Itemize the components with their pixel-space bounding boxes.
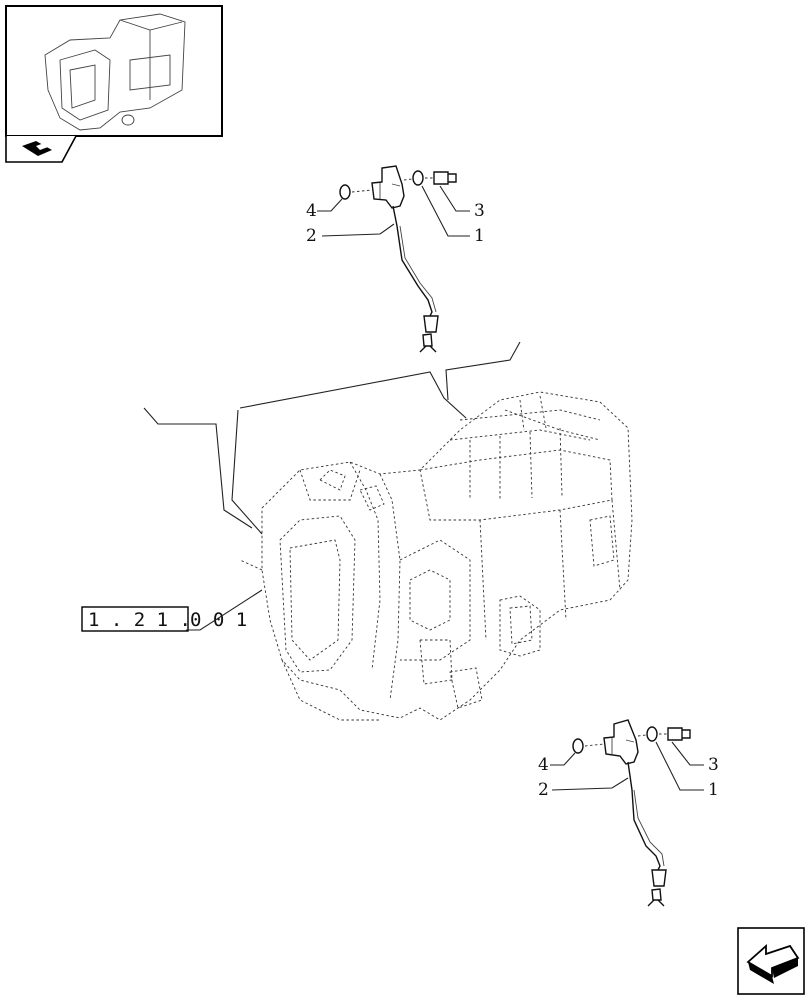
- assembly-leaders: [143, 341, 521, 535]
- reference-label: 1 . 2 1 . 0 0 1: [81, 589, 263, 632]
- sensor-assembly-bottom: 4 2 3 1: [538, 719, 719, 907]
- bolt-part: [667, 727, 691, 741]
- callout-4-bottom: 4: [538, 755, 549, 775]
- washer-part: [412, 170, 424, 186]
- o-ring-part: [339, 184, 351, 200]
- o-ring-part: [572, 738, 584, 754]
- book-icon: [22, 141, 52, 156]
- callout-1-bottom: 1: [708, 780, 719, 800]
- callout-3-bottom: 3: [708, 755, 719, 775]
- speed-sensor-part: [371, 165, 405, 209]
- transmission-housing-thumbnail-icon: [44, 13, 186, 131]
- navigate-arrow-icon[interactable]: [737, 927, 805, 995]
- reference-boxed-text: 1 . 2 1 .: [88, 609, 191, 631]
- bolt-part: [433, 171, 457, 185]
- thumbnail-panel: [5, 5, 223, 163]
- callout-2-bottom: 2: [538, 780, 549, 800]
- transmission-housing: [239, 391, 633, 721]
- sensor-assembly-top: 4 2 3 1: [306, 165, 485, 353]
- speed-sensor-part: [603, 719, 639, 765]
- callout-2-top: 2: [306, 226, 317, 246]
- callout-3-top: 3: [474, 201, 485, 221]
- callout-4-top: 4: [306, 201, 317, 221]
- washer-part: [646, 726, 658, 742]
- callout-1-top: 1: [474, 226, 485, 246]
- reference-suffix-text: 0 0 1: [190, 609, 247, 631]
